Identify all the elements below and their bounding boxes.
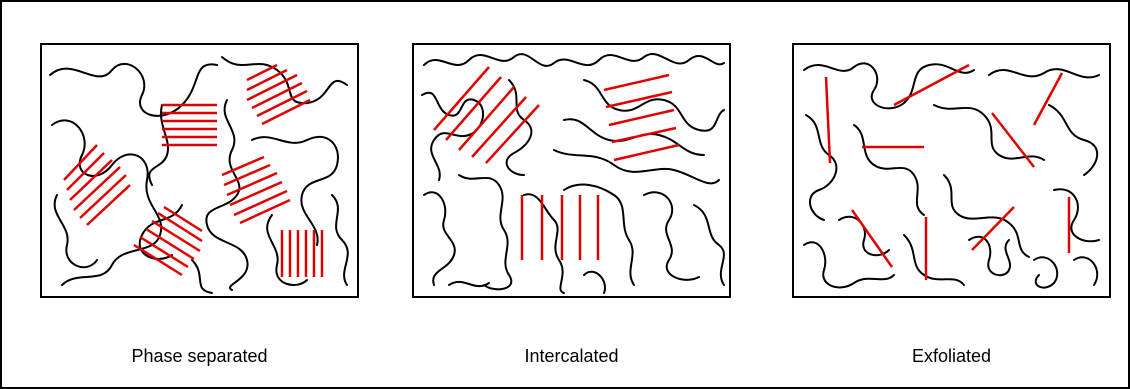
clay-sheet: [221, 155, 265, 177]
polymer-chain: [1033, 256, 1059, 289]
polymer-chain: [643, 191, 700, 281]
polymer-chain: [583, 270, 606, 294]
polymer-chains: [421, 53, 725, 294]
clay-sheet: [246, 68, 288, 92]
clay-sheet: [605, 90, 673, 109]
clay-sheet: [608, 108, 675, 127]
polymer-chain: [563, 183, 635, 286]
polymer-chains: [49, 56, 349, 294]
clay-sheet: [139, 235, 189, 269]
polymer-chain: [51, 119, 163, 286]
clay-sheet: [151, 219, 201, 253]
phase-separated-diagram: [49, 56, 349, 294]
polymer-chain: [448, 280, 490, 288]
clay-sheet: [163, 205, 203, 233]
exfoliated-diagram: [803, 62, 1100, 289]
clay-sheet: [226, 171, 278, 197]
polymer-chain: [421, 91, 484, 181]
clay-sheet: [603, 73, 670, 92]
clay-sheet: [246, 63, 278, 82]
polymer-chain: [49, 62, 218, 117]
intercalated-caption: Intercalated: [524, 346, 619, 366]
polymer-chain: [803, 241, 895, 289]
clay-sheet: [233, 189, 288, 217]
clay-sheet: [86, 184, 131, 226]
polymer-chain: [331, 194, 349, 286]
polymer-chain: [191, 259, 213, 294]
clay-sheet: [433, 66, 490, 131]
polymer-chain: [583, 79, 725, 132]
clay-sheet: [445, 76, 502, 141]
clay-sheet: [261, 98, 311, 126]
intercalated-panel: [412, 43, 731, 298]
phase-separated-panel: [40, 43, 359, 298]
polymer-chain: [803, 62, 975, 110]
clay-sheet: [850, 209, 894, 268]
polymer-chains: [803, 62, 1100, 289]
exfoliated-caption: Exfoliated: [911, 346, 992, 366]
clay-stacks: [63, 63, 324, 277]
polymer-chain: [1048, 104, 1099, 176]
polymer-chain: [805, 114, 838, 221]
clay-sheet: [471, 96, 527, 158]
polymer-chain: [423, 191, 456, 286]
polymer-chain: [693, 204, 725, 286]
clay-sheet: [239, 198, 291, 225]
clay-sheet: [824, 76, 832, 164]
polymer-chain: [251, 135, 339, 246]
clay-sheet: [971, 206, 1015, 251]
clay-sheet: [73, 166, 121, 211]
clay-sheet: [157, 211, 203, 243]
polymer-chain: [838, 215, 890, 257]
clay-sheets: [824, 63, 1071, 280]
polymer-chain: [505, 79, 533, 176]
clay-sheet: [613, 143, 680, 162]
clay-sheet: [229, 180, 283, 207]
polymer-chain: [148, 104, 170, 186]
polymer-chain: [266, 214, 308, 286]
polymer-chain: [988, 68, 1100, 79]
polymer-chain: [943, 174, 1030, 258]
polymer-chain: [853, 124, 925, 216]
clay-sheet: [133, 243, 183, 277]
polymer-chain: [423, 53, 725, 67]
clay-sheet: [256, 89, 308, 118]
clay-sheet: [63, 144, 98, 181]
clay-sheet: [66, 152, 105, 191]
polymer-chain: [933, 104, 1045, 161]
polymer-chain: [1073, 256, 1099, 286]
clay-sheet: [611, 126, 677, 144]
clay-sheet: [458, 86, 515, 151]
intercalated-diagram: [421, 53, 725, 294]
polymer-chain: [903, 234, 965, 286]
clay-sheet: [485, 104, 540, 164]
clay-sheet: [251, 81, 303, 110]
clay-sheet: [79, 174, 127, 219]
polymer-chain: [458, 174, 513, 291]
clay-sheet: [145, 227, 195, 261]
clay-sheet: [1032, 72, 1064, 126]
polymer-chain: [53, 194, 98, 269]
polymer-chain: [968, 235, 1012, 277]
polymer-chain: [553, 149, 720, 185]
polymer-chain: [1053, 188, 1100, 243]
polymer-chain: [205, 99, 249, 291]
phase-separated-caption: Phase separated: [131, 346, 268, 366]
polymer-chain: [221, 56, 348, 105]
clay-sheet: [223, 163, 271, 187]
clay-stacks: [433, 66, 680, 260]
clay-sheet: [991, 112, 1035, 168]
clay-sheet: [246, 73, 298, 102]
polymer-chain: [523, 193, 565, 294]
exfoliated-panel: [792, 43, 1111, 298]
clay-sheet: [69, 159, 113, 201]
clay-sheet: [893, 63, 970, 107]
